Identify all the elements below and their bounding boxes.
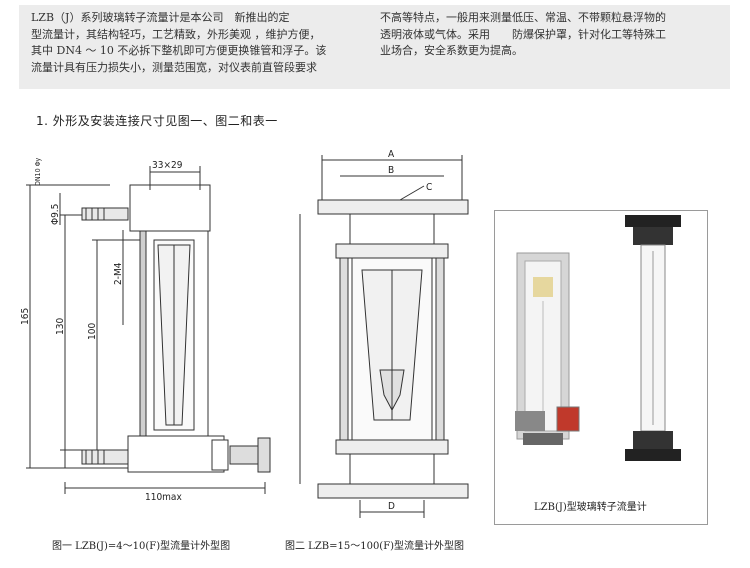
product-photo-frame xyxy=(494,210,708,525)
dim-width-top: 33×29 xyxy=(152,160,183,171)
dim-b: B xyxy=(388,165,394,176)
dim-height-100: 100 xyxy=(87,323,98,340)
figure1-caption: 图一 LZB(J)=4～10(F)型流量计外型图 xyxy=(52,541,231,552)
photo-caption: LZB(J)型玻璃转子流量计 xyxy=(534,502,647,513)
dim-thread: Φ9.5 xyxy=(50,204,61,225)
intro-left-text: LZB（J）系列玻璃转子流量计是本公司 新推出的定 型流量计，其结构轻巧，工艺精… xyxy=(31,11,327,74)
figure1-drawing xyxy=(26,166,271,494)
dim-a: A xyxy=(388,149,395,160)
figure2-drawing xyxy=(299,155,469,518)
intro-box xyxy=(19,5,730,89)
dim-height-130: 130 xyxy=(55,318,66,335)
figure2-caption: 图二 LZB=15～100(F)型流量计外型图 xyxy=(285,541,465,552)
product-photo xyxy=(515,215,681,461)
dim-screw: 2-M4 xyxy=(113,262,124,285)
dim-height-165: 165 xyxy=(20,308,31,325)
dim-top-label: DN10 Φy xyxy=(34,157,42,186)
dim-c: C xyxy=(426,182,432,193)
dim-width-bottom: 110max xyxy=(145,492,182,503)
section-heading: 1. 外形及安装连接尺寸见图一、图二和表一 xyxy=(36,114,278,128)
dim-d: D xyxy=(388,501,395,512)
intro-right-text: 不高等特点，一般用来测量低压、常温、不带颗粒悬浮物的 透明液体或气体。采用 防爆… xyxy=(380,11,666,57)
